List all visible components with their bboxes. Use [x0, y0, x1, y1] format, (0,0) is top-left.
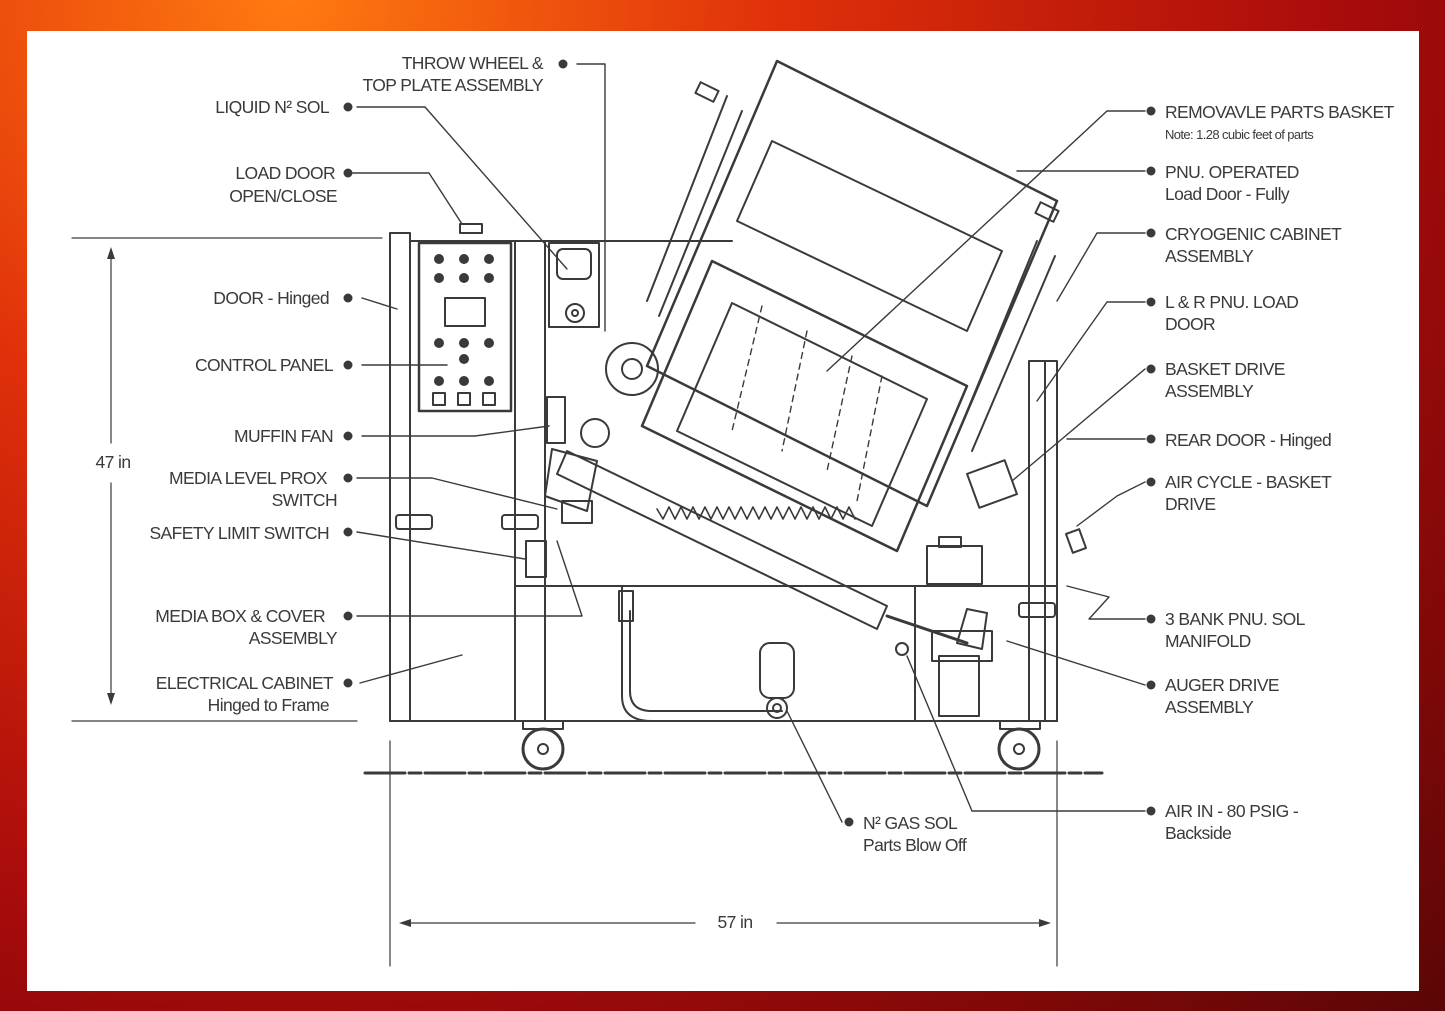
electrical-cabinet-label-2: Hinged to Frame	[208, 695, 329, 715]
throw-wheel-label-2: TOP PLATE ASSEMBLY	[363, 75, 544, 95]
pnu-operated-label-1: PNU. OPERATED	[1165, 162, 1299, 182]
media-box-label-1: MEDIA BOX & COVER	[155, 606, 325, 626]
cryogenic-cabinet	[640, 59, 1060, 553]
pnu-operated-label-2: Load Door - Fully	[1165, 184, 1290, 204]
label-bullets	[343, 59, 1156, 827]
gas-sol-label-2: Parts Blow Off	[863, 835, 967, 855]
auger-assembly	[544, 448, 1087, 722]
machine-drawing	[363, 59, 1104, 775]
muffin-fan-label: MUFFIN FAN	[234, 426, 333, 446]
diagram-sheet: THROW WHEEL & TOP PLATE ASSEMBLY LIQUID …	[27, 31, 1419, 991]
width-dimension-label: 57 in	[718, 912, 753, 932]
load-door-label-1: LOAD DOOR	[235, 163, 335, 183]
cryogenic-cabinet-label-1: CRYOGENIC CABINET	[1165, 224, 1342, 244]
safety-limit-label: SAFETY LIMIT SWITCH	[149, 523, 329, 543]
liquid-sol-label: LIQUID N² SOL	[215, 97, 330, 117]
electrical-cabinet-label-1: ELECTRICAL CABINET	[156, 673, 334, 693]
air-in-label-2: Backside	[1165, 823, 1231, 843]
basket-drive-label-2: ASSEMBLY	[1165, 381, 1254, 401]
air-cycle-label-1: AIR CYCLE - BASKET	[1165, 472, 1332, 492]
width-dimension	[389, 740, 1058, 967]
removable-basket-label: REMOVAVLE PARTS BASKET	[1165, 102, 1395, 122]
air-cycle-label-2: DRIVE	[1165, 494, 1215, 514]
air-in-label-1: AIR IN - 80 PSIG -	[1165, 801, 1299, 821]
basket-note-label: Note: 1.28 cubic feet of parts	[1165, 127, 1314, 142]
machine-frame	[389, 223, 1058, 722]
auger-drive-label-2: ASSEMBLY	[1165, 697, 1254, 717]
throw-wheel-label-1: THROW WHEEL &	[402, 53, 544, 73]
cryogenic-cabinet-label-2: ASSEMBLY	[1165, 246, 1254, 266]
rear-door-label: REAR DOOR - Hinged	[1165, 430, 1331, 450]
valves-and-fan	[395, 242, 1056, 618]
control-panel-box	[417, 241, 513, 413]
bank-manifold-label-2: MANIFOLD	[1165, 631, 1251, 651]
media-level-label-1: MEDIA LEVEL PROX	[169, 468, 328, 488]
bank-manifold-label-1: 3 BANK PNU. SOL	[1165, 609, 1306, 629]
media-box-label-2: ASSEMBLY	[249, 628, 338, 648]
door-hinged-label: DOOR - Hinged	[213, 288, 329, 308]
height-dimension-label: 47 in	[96, 452, 131, 472]
control-panel-label: CONTROL PANEL	[195, 355, 334, 375]
lr-load-door-label-1: L & R PNU. LOAD	[1165, 292, 1298, 312]
casters	[521, 720, 1041, 771]
lr-load-door-label-2: DOOR	[1165, 314, 1215, 334]
leader-lines	[352, 63, 1146, 823]
gas-sol-label-1: N² GAS SOL	[863, 813, 958, 833]
media-level-label-2: SWITCH	[272, 490, 337, 510]
auger-drive-label-1: AUGER DRIVE	[1165, 675, 1279, 695]
load-door-label-2: OPEN/CLOSE	[229, 186, 337, 206]
machine-diagram: THROW WHEEL & TOP PLATE ASSEMBLY LIQUID …	[71, 53, 1395, 967]
height-dimension	[71, 237, 383, 722]
basket-drive-label-1: BASKET DRIVE	[1165, 359, 1285, 379]
